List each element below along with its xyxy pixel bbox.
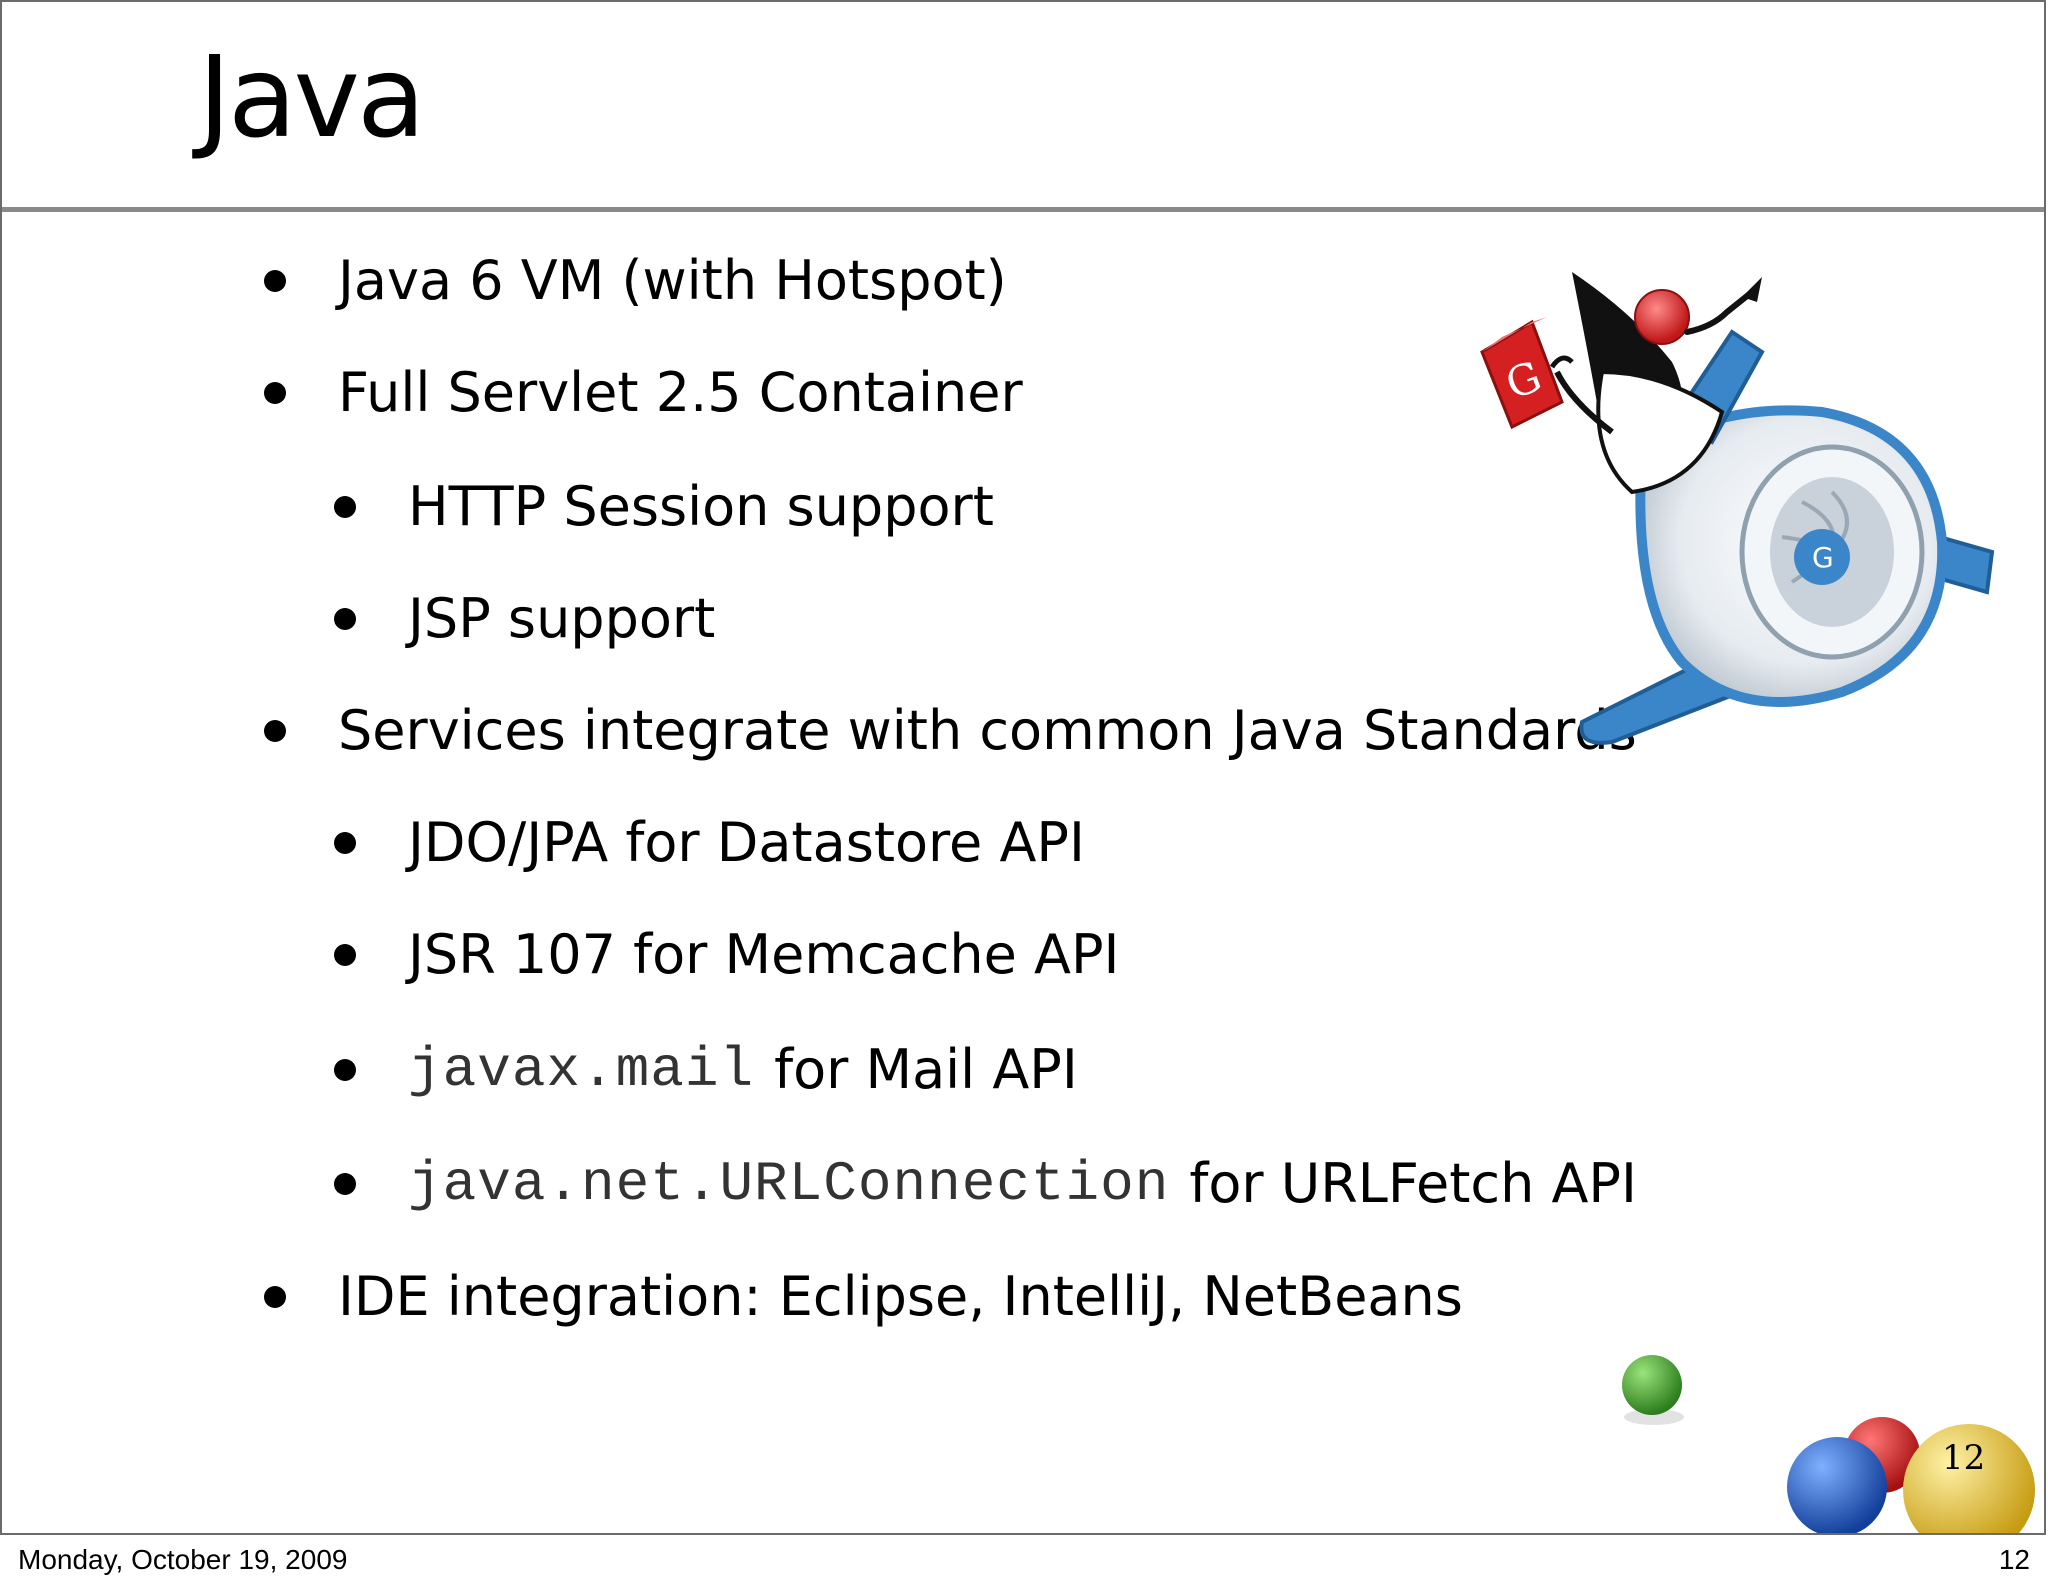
slide-title: Java: [198, 33, 426, 163]
bullet-dot: [264, 720, 286, 742]
footer-date: Monday, October 19, 2009: [18, 1544, 348, 1575]
bullet-dot: [334, 1059, 356, 1081]
bullet-text: IDE integration: Eclipse, IntelliJ, NetB…: [338, 1265, 1463, 1328]
bullet-text: JDO/JPA for Datastore API: [408, 811, 1085, 874]
bullet-dot: [334, 944, 356, 966]
footer: [0, 1535, 2048, 1587]
bullet-dot: [334, 1173, 356, 1195]
bullet-text: Java 6 VM (with Hotspot): [338, 249, 1007, 312]
bullet-text: HTTP Session support: [408, 475, 994, 538]
svg-text:G: G: [1812, 541, 1834, 574]
bullet-item: Full Servlet 2.5 Container: [264, 366, 1023, 420]
bullet-dot: [334, 832, 356, 854]
bullet-text: Full Servlet 2.5 Container: [338, 361, 1023, 424]
sub-bullet-item: JSP support: [334, 592, 715, 646]
bullet-text: for Mail API: [774, 1038, 1078, 1101]
slide: Java Java 6 VM (with Hotspot) Full Servl…: [0, 0, 2046, 1535]
sub-bullet-item: JSR 107 for Memcache API: [334, 928, 1119, 982]
bullet-text: Services integrate with common Java Stan…: [338, 699, 1637, 762]
page-number-badge: 12: [1942, 1438, 1986, 1478]
sub-bullet-item: JDO/JPA for Datastore API: [334, 816, 1085, 870]
bullet-dot: [334, 608, 356, 630]
sub-bullet-item: HTTP Session support: [334, 480, 994, 534]
bullet-dot: [264, 270, 286, 292]
footer-page-number: 12: [1998, 1544, 2030, 1575]
bullet-dot: [264, 1286, 286, 1308]
bullet-code: javax.mail: [408, 1038, 755, 1102]
bullet-text: JSR 107 for Memcache API: [408, 923, 1120, 986]
bullet-item: Java 6 VM (with Hotspot): [264, 254, 1007, 308]
google-balls-logo-icon: [1622, 1355, 2035, 1533]
bullet-item: IDE integration: Eclipse, IntelliJ, NetB…: [264, 1270, 1463, 1324]
bullet-code: java.net.URLConnection: [408, 1152, 1170, 1216]
bullet-text: for URLFetch API: [1189, 1152, 1637, 1215]
title-bar: Java: [2, 2, 2044, 212]
bullet-text: JSP support: [408, 587, 716, 650]
duke-app-engine-mascot-icon: G G: [1480, 272, 1995, 745]
bullet-dot: [264, 382, 286, 404]
bullet-dot: [334, 496, 356, 518]
bullet-item: Services integrate with common Java Stan…: [264, 704, 1637, 758]
